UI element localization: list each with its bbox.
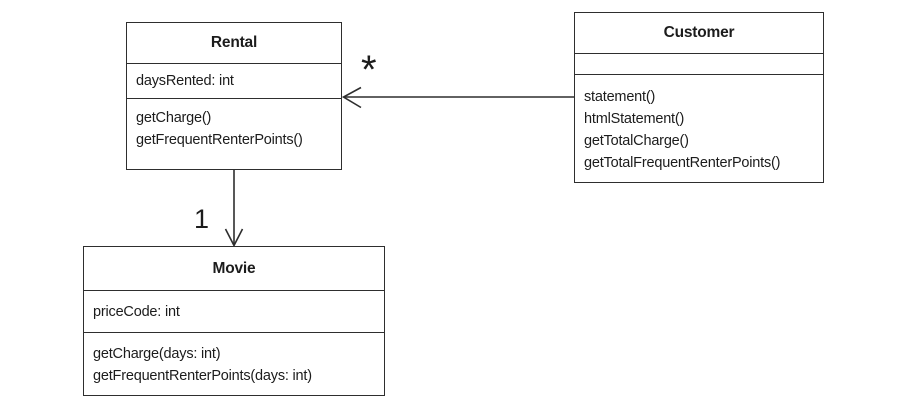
methods-compartment-movie: getCharge(days: int) getFrequentRenterPo… <box>84 332 384 395</box>
method-statement: statement() <box>584 89 656 105</box>
method-htmlStatement: htmlStatement() <box>584 111 685 127</box>
association-customer-rental <box>341 86 574 109</box>
methods-compartment-rental: getCharge() getFrequentRenterPoints() <box>127 98 341 169</box>
association-rental-movie <box>224 170 244 248</box>
attributes-compartment-rental: daysRented: int <box>127 63 341 98</box>
method-getFrequentRenterPoints: getFrequentRenterPoints() <box>136 132 303 148</box>
method-getTotalCharge: getTotalCharge() <box>584 133 689 149</box>
attribute-priceCode: priceCode: int <box>93 303 180 320</box>
attributes-compartment-customer <box>575 53 823 74</box>
method-getCharge: getCharge() <box>136 110 212 126</box>
multiplicity-label-rental: * <box>361 48 377 92</box>
class-name-customer: Customer <box>663 24 735 41</box>
class-box-movie: Movie priceCode: int getCharge(days: int… <box>83 246 385 396</box>
methods-compartment-customer: statement() htmlStatement() getTotalChar… <box>575 74 823 182</box>
class-name-rental: Rental <box>210 34 258 51</box>
attribute-daysRented: daysRented: int <box>136 73 234 89</box>
attributes-compartment-movie: priceCode: int <box>84 290 384 332</box>
method-getFrequentRenterPoints-days: getFrequentRenterPoints(days: int) <box>93 368 312 384</box>
multiplicity-label-movie: 1 <box>194 204 210 234</box>
class-name-movie: Movie <box>212 259 256 277</box>
method-getCharge-days: getCharge(days: int) <box>93 346 221 362</box>
method-getTotalFrequentRenterPoints: getTotalFrequentRenterPoints() <box>584 155 781 171</box>
class-box-customer: Customer statement() htmlStatement() get… <box>574 12 824 183</box>
class-box-rental: Rental daysRented: int getCharge() getFr… <box>126 22 342 170</box>
